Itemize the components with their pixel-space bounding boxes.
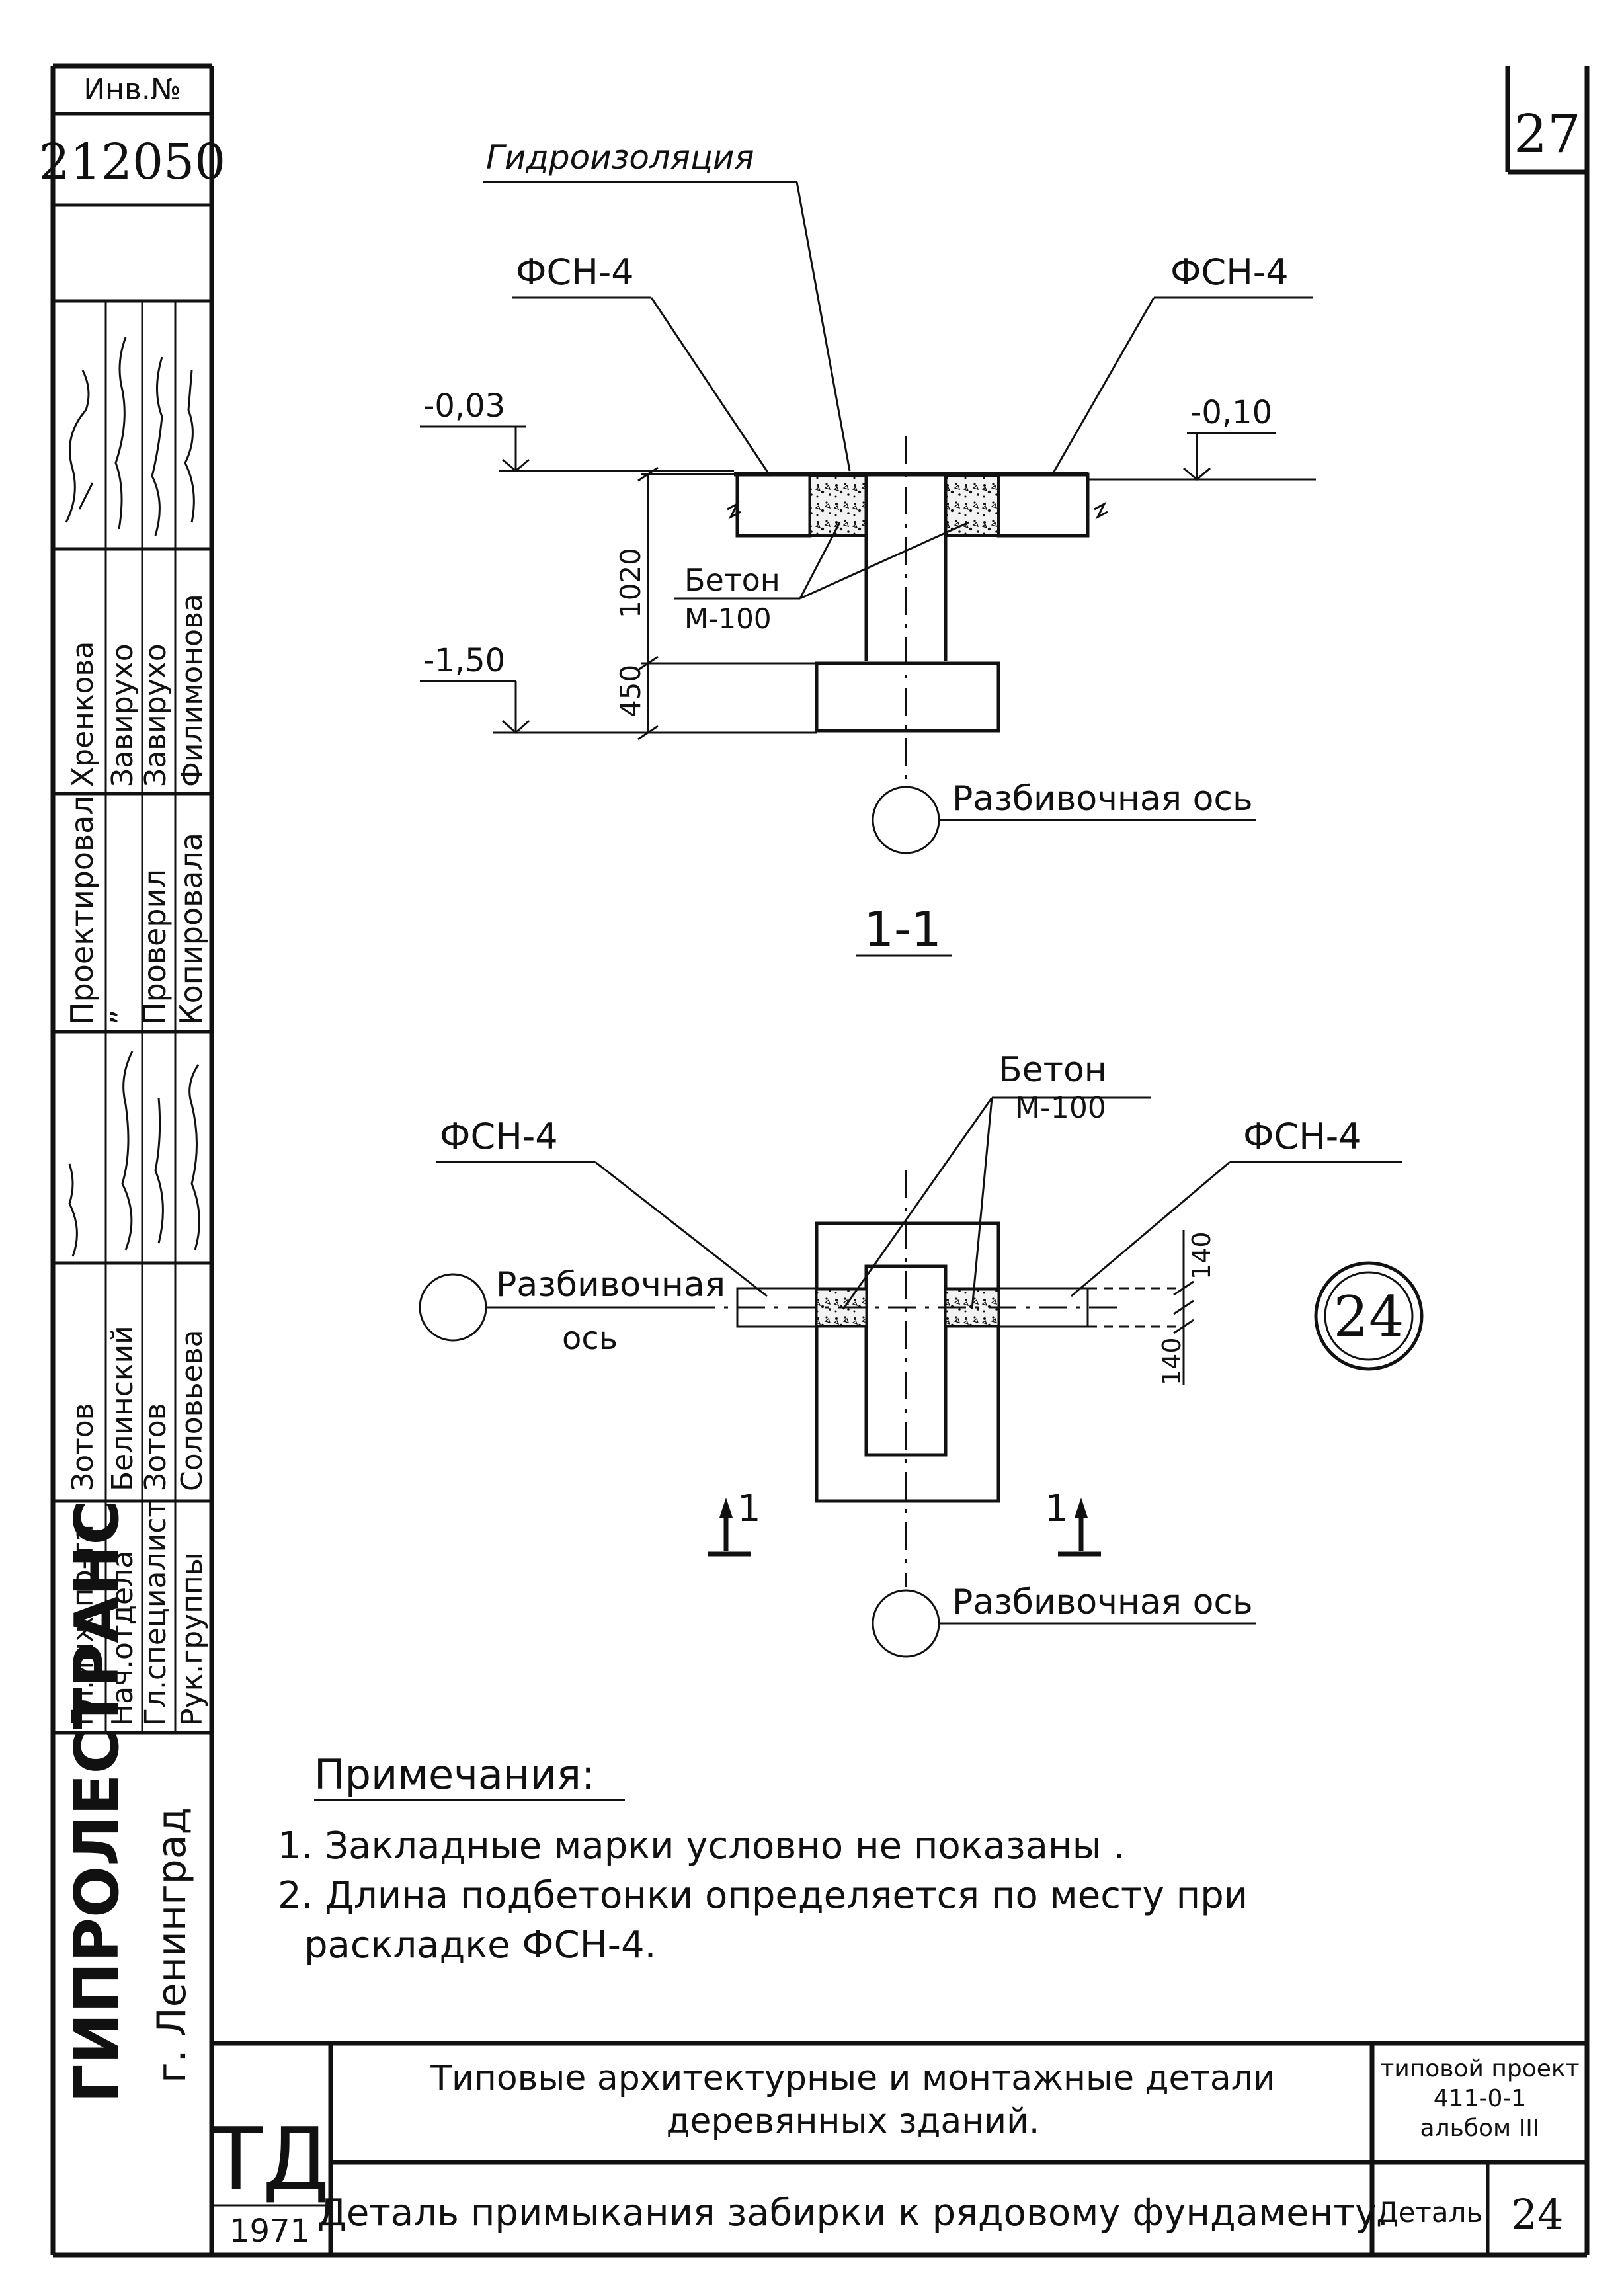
- album-number: альбом III: [1420, 2115, 1540, 2142]
- organization-city: г. Ленинград: [149, 1807, 195, 2083]
- plan-footing: [815, 1221, 1000, 1503]
- level-right: -0,10: [1088, 394, 1316, 481]
- note-2: 2. Длина подбетонки определяется по мест…: [278, 1874, 1248, 1917]
- notes: Примечания: 1. Закладные марки условно н…: [278, 1750, 1248, 1967]
- album-title-1: Типовые архитектурные и монтажные детали: [430, 2059, 1275, 2098]
- concrete-block-right: [944, 475, 1000, 537]
- axis-marker-plan-bottom: [872, 1589, 940, 1658]
- chief-roles: Гл.инж.пр-та Нач.отдела Гл.специалист Ру…: [66, 1325, 209, 1726]
- level-bottom-value: -1,50: [423, 642, 505, 679]
- organization-name: ГИПРОЛЕСТРАНС: [61, 1500, 132, 2103]
- vertical-dimensions: 1020 450: [614, 466, 817, 741]
- level-bottom: -1,50: [420, 642, 817, 735]
- sheet-number: 27: [1514, 103, 1581, 165]
- project-number: 411-0-1: [1434, 2085, 1527, 2112]
- role-group-head: Рук.группы: [175, 1553, 209, 1727]
- cut-mark-left: 1: [708, 1487, 761, 1557]
- axis-marker-plan-left: [419, 1273, 487, 1342]
- detail-circle-outer: [1314, 1261, 1424, 1371]
- dim-1020: 1020: [614, 548, 647, 618]
- inv-number: 212050: [39, 134, 226, 190]
- cut-right-number: 1: [1045, 1487, 1069, 1530]
- plan-beton-grade: М-100: [1015, 1091, 1106, 1125]
- dim-450: 450: [614, 665, 647, 718]
- section-fsn-left: ФСН-4: [516, 251, 634, 293]
- name-belinsky: Белинский: [106, 1325, 140, 1491]
- title-block: ТД 1971 Типовые архитектурные и монтажны…: [210, 2041, 1587, 2255]
- section-1-1: Разбивочная ось -0,03 -0,10 -1,50: [420, 138, 1316, 957]
- sheet-frame: [50, 63, 1590, 2258]
- signatures-1: [65, 337, 195, 536]
- detail-title: Деталь примыкания забирки к рядовому фун…: [317, 2192, 1389, 2234]
- inv-label: Инв.№: [83, 73, 181, 106]
- notes-title: Примечания:: [314, 1750, 595, 1799]
- plan-fsn-left: ФСН-4: [440, 1116, 558, 1157]
- designer-surname-2: Завирухо: [106, 643, 140, 787]
- axis-marker-section: [872, 786, 940, 854]
- level-right-value: -0,10: [1190, 394, 1272, 431]
- role-chief-engineer: Гл.инж.пр-та: [66, 1524, 100, 1726]
- dim-140-top: 140: [1187, 1231, 1216, 1280]
- detail-word: Деталь: [1377, 2196, 1482, 2229]
- section-fsn-right: ФСН-4: [1170, 251, 1289, 293]
- role-checked: Проверил: [137, 869, 173, 1025]
- section-axis-label: Разбивочная ось: [952, 779, 1253, 819]
- note-2-cont: раскладке ФСН-4.: [304, 1924, 656, 1967]
- year: 1971: [229, 2213, 310, 2250]
- role-copied: Копировала: [173, 833, 209, 1025]
- section-beton-grade: М-100: [684, 602, 772, 635]
- plan-beton-label: Бетон: [998, 1050, 1107, 1090]
- plan-axis-left-label-2: ось: [562, 1320, 618, 1357]
- plan-axis-bottom-label: Разбивочная ось: [952, 1582, 1253, 1622]
- waterproofing-label: Гидроизоляция: [486, 138, 754, 177]
- detail-circle-inner: [1324, 1271, 1414, 1361]
- signatures-2: [68, 1051, 200, 1257]
- level-left-value: -0,03: [423, 388, 505, 425]
- td-mark: ТД: [210, 2109, 330, 2209]
- footing: [815, 661, 1000, 733]
- name-solovyova: Соловьева: [175, 1329, 209, 1491]
- role-ditto: ”: [104, 1009, 140, 1025]
- cut-mark-right: 1: [1045, 1487, 1101, 1557]
- plan-axis-left-label-1: Разбивочная: [496, 1265, 725, 1305]
- role-designed: Проектировал: [64, 796, 100, 1025]
- designer-surname-4: Филимонова: [175, 594, 209, 787]
- role-dept-head: Нач.отдела: [106, 1551, 140, 1726]
- note-1: 1. Закладные марки условно не показаны .: [278, 1824, 1125, 1867]
- designer-surname-3: Завирухо: [139, 643, 173, 787]
- dim-140-bottom: 140: [1157, 1337, 1186, 1385]
- plan-fsn-right: ФСН-4: [1243, 1116, 1361, 1157]
- album-title-2: деревянных зданий.: [667, 2102, 1040, 2141]
- sheet-number-box: 27: [1505, 66, 1587, 175]
- role-chief-specialist: Гл.специалист: [139, 1500, 173, 1726]
- name-zotov-1: Зотов: [66, 1403, 100, 1491]
- section-title: 1-1: [864, 901, 942, 957]
- designer-surname-1: Хренкова: [66, 641, 100, 787]
- cut-left-number: 1: [737, 1487, 761, 1530]
- left-stamp: Инв.№ 212050 Проектировал ” Проверил Коп…: [39, 73, 226, 2103]
- level-left: -0,03: [420, 388, 734, 472]
- detail-number: 24: [1512, 2190, 1564, 2238]
- project-label: типовой проект: [1380, 2055, 1579, 2082]
- plan-column: [864, 1264, 948, 1457]
- design-names: Проектировал ” Проверил Копировала: [64, 796, 209, 1025]
- detail-number-circle: 24: [1334, 1284, 1404, 1349]
- name-zotov-2: Зотов: [139, 1403, 173, 1491]
- plan-view: Разбивочная ось Разбивочная ось 140 140 …: [419, 1050, 1424, 1658]
- section-beton-label: Бетон: [684, 562, 780, 598]
